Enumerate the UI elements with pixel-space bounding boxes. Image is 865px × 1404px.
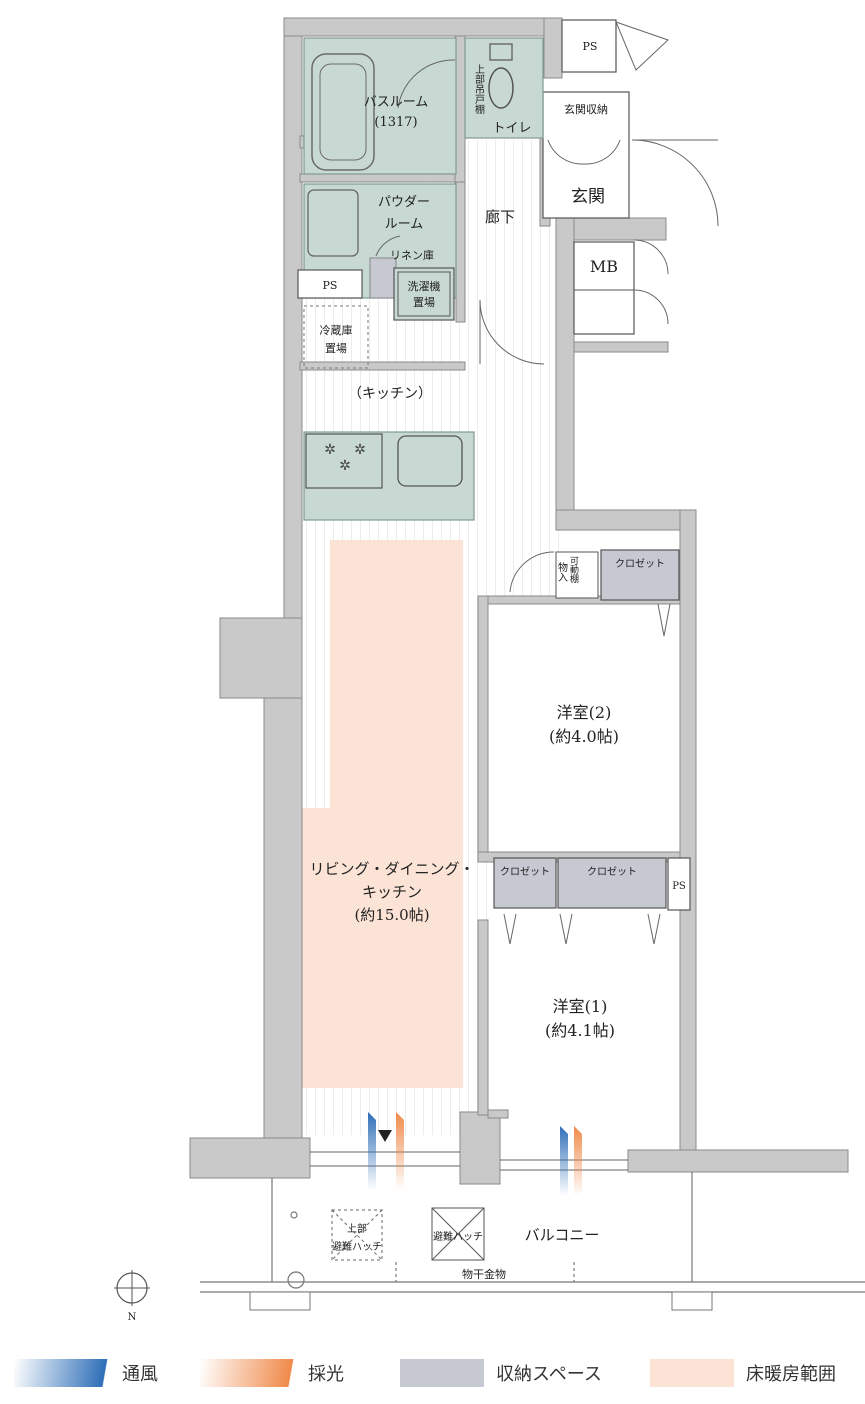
closet-top-area: [600, 549, 680, 601]
mb-label: MB: [590, 257, 618, 276]
closet-bottom-right-area: [557, 857, 667, 909]
legend-storage: 収納スペース: [400, 1348, 602, 1398]
ldk-label-3: (約15.0帖): [354, 906, 429, 924]
floor-heating-area: [302, 540, 463, 1088]
entrance-storage-label: 玄関収納: [564, 102, 608, 116]
linen-label: リネン庫: [390, 248, 434, 262]
upper-hatch-icon: [331, 1209, 383, 1261]
floor-plan: ✲ ✲ ✲: [114, 17, 865, 1323]
ps-right-box: [667, 857, 691, 911]
sink-icon: [397, 435, 463, 487]
north-label: N: [128, 1312, 137, 1323]
kitchen-label: （キッチン）: [348, 386, 432, 402]
fridge-space: [303, 305, 369, 369]
powder-room-label-2: ルーム: [385, 217, 424, 232]
linen-storage: [369, 257, 397, 299]
entrance-label: 玄関: [571, 187, 605, 207]
balcony-railing: [200, 1172, 865, 1293]
washbasin-icon: [307, 189, 359, 257]
bathroom-area: [303, 37, 457, 175]
bathroom-label: バスルーム: [364, 95, 429, 110]
bathtub-icon: [311, 53, 375, 171]
legend-floor-heating-label: 床暖房範囲: [746, 1364, 836, 1385]
toilet-area: [464, 37, 544, 139]
kitchen-counter: [303, 431, 475, 521]
upper-hatch-label-2: 避難ハッチ: [332, 1240, 382, 1253]
legend-storage-label: 収納スペース: [496, 1364, 602, 1385]
bathroom-size-label: (1317): [374, 115, 417, 130]
svg-text:✲: ✲: [324, 442, 336, 458]
fridge-label-1: 冷蔵庫: [320, 323, 353, 337]
washer-label-1: 洗濯機: [408, 279, 441, 293]
ps-top-box: [561, 19, 617, 73]
stove-icon: [305, 433, 383, 489]
vent-light-arrows: [368, 1112, 582, 1196]
hatch-label: 避難ハッチ: [433, 1230, 483, 1243]
upper-hatch-label-1: 上部: [347, 1222, 367, 1235]
closet-bottom-left-area: [493, 857, 557, 909]
door-swings: [375, 21, 719, 593]
storeroom-box: [555, 551, 599, 599]
closet-top-label: クロゼット: [615, 558, 665, 570]
closet-bottom-right-label: クロゼット: [587, 866, 637, 878]
legend-ventilation-label: 通風: [122, 1364, 158, 1385]
legend-floor-heating: 床暖房範囲: [650, 1348, 836, 1398]
ps-left-box: [297, 269, 363, 299]
daylight-swatch: [200, 1359, 296, 1387]
legend: 通風 採光 収納スペース 床暖房範囲: [0, 1348, 865, 1398]
ps-top-label: PS: [583, 40, 598, 53]
drying-rack-label: 物干金物: [462, 1267, 506, 1281]
movable-shelf-label: 可動棚: [568, 556, 579, 584]
toilet-icon: [488, 67, 514, 109]
walls: [189, 17, 849, 1185]
western1-label-1: 洋室(1): [553, 997, 608, 1016]
balcony-post-right: [671, 1291, 713, 1311]
legend-ventilation: 通風: [14, 1348, 158, 1398]
powder-room-label-1: パウダー: [378, 195, 430, 210]
corridor-label: 廊下: [485, 208, 515, 226]
closet-door-marks: [503, 603, 671, 945]
legend-daylight-label: 採光: [308, 1364, 344, 1385]
toilet-label: トイレ: [492, 121, 531, 136]
washer-label-2: 置場: [413, 296, 435, 309]
legend-daylight: 採光: [200, 1348, 344, 1398]
western1-label-2: (約4.1帖): [545, 1021, 615, 1040]
balcony-post-left: [249, 1291, 311, 1311]
svg-text:✲: ✲: [339, 458, 351, 474]
ldk-label-2: キッチン: [362, 883, 422, 901]
western2-label-2: (約4.0帖): [549, 727, 619, 746]
storeroom-label: 物入: [556, 561, 568, 582]
ventilation-swatch: [14, 1359, 110, 1387]
storage-swatch: [400, 1359, 484, 1387]
western2-label-1: 洋室(2): [557, 703, 612, 722]
ldk-label-1: リビング・ダイニング・: [309, 860, 474, 878]
fridge-label-2: 置場: [325, 342, 347, 355]
ps-left-label: PS: [323, 279, 338, 292]
upper-cabinet-label: 上部吊戸棚: [473, 64, 485, 115]
mb-block: [573, 241, 635, 335]
svg-text:✲: ✲: [354, 442, 366, 458]
north-compass-icon: [114, 1270, 150, 1306]
floor-heating-swatch: [650, 1359, 734, 1387]
closet-bottom-left-label: クロゼット: [500, 866, 550, 878]
hatch-icon: [431, 1207, 485, 1261]
ps-right-label: PS: [672, 881, 686, 892]
washer-area: [393, 267, 455, 321]
balcony-label: バルコニー: [525, 1226, 600, 1244]
